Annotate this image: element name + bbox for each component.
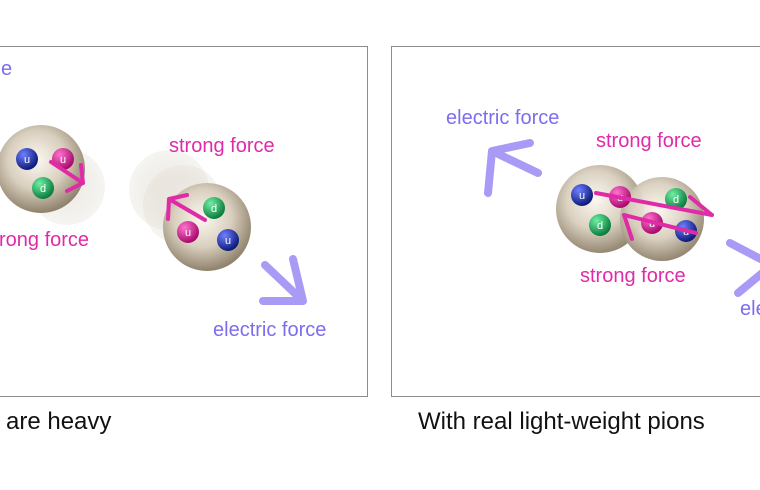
quark-u (16, 148, 38, 170)
quark-label: d (211, 203, 217, 215)
electric-force-arrow (259, 255, 307, 305)
quark-label: u (225, 235, 231, 247)
right-diagram: u u d d u u (484, 139, 760, 297)
quark-u (571, 184, 593, 206)
strong-force-arrow (49, 160, 85, 193)
quark-label: d (40, 183, 46, 195)
quark-d (203, 197, 225, 219)
right-caption: With real light-weight pions (418, 408, 705, 435)
quark-label: u (60, 154, 66, 166)
quark-d (32, 177, 54, 199)
strong-force-arrow (594, 191, 714, 217)
left-diagram: u u d d u u (0, 125, 307, 305)
strong-force-label: strong force (596, 130, 702, 152)
strong-force-label: strong force (169, 135, 275, 157)
electric-force-label: electric force (446, 107, 560, 129)
strong-force-label: strong force (580, 265, 686, 287)
strong-force-arrow (166, 193, 207, 222)
nucleon-b: d u u (163, 183, 251, 271)
electric-force-arrow (726, 239, 760, 297)
left-diagram-panel: u u d d u u e strong force rong force el… (0, 46, 368, 397)
quark-label: d (597, 220, 603, 232)
strong-force-arrow (622, 213, 698, 241)
quark-label: u (185, 227, 191, 239)
strong-force-label: rong force (0, 229, 90, 251)
nucleon-a: u u d (0, 125, 85, 213)
quark-label: d (673, 194, 679, 206)
quark-u (217, 229, 239, 251)
quark-d (589, 214, 611, 236)
electric-force-label: electric force (213, 319, 327, 341)
left-caption: are heavy (6, 408, 112, 435)
quark-label: u (579, 190, 585, 202)
right-diagram-panel: u u d d u u electric force strong force … (391, 46, 760, 397)
electric-force-label-fragment: e (1, 58, 13, 80)
electric-force-arrow (484, 139, 542, 197)
quark-d (665, 188, 687, 210)
electric-force-label-fragment: ele (740, 298, 760, 320)
quark-label: u (24, 154, 30, 166)
quark-u (177, 221, 199, 243)
